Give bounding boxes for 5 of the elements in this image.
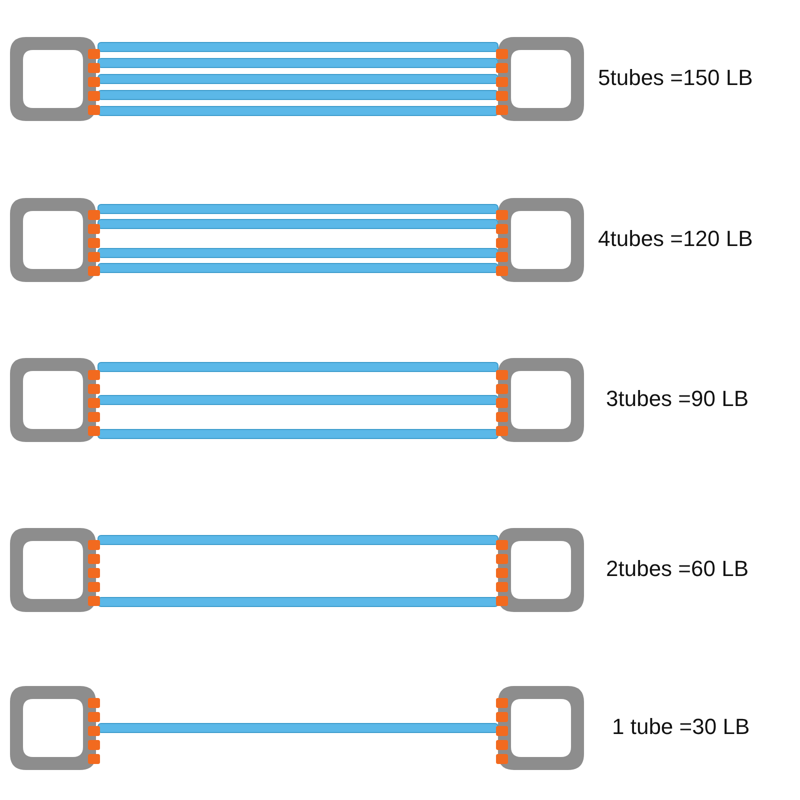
load-label: 5tubes =150 LB <box>598 65 753 91</box>
load-label: 2tubes =60 LB <box>606 556 749 582</box>
load-label: 3tubes =90 LB <box>606 386 749 412</box>
load-label: 1 tube =30 LB <box>612 714 750 740</box>
load-label: 4tubes =120 LB <box>598 226 753 252</box>
